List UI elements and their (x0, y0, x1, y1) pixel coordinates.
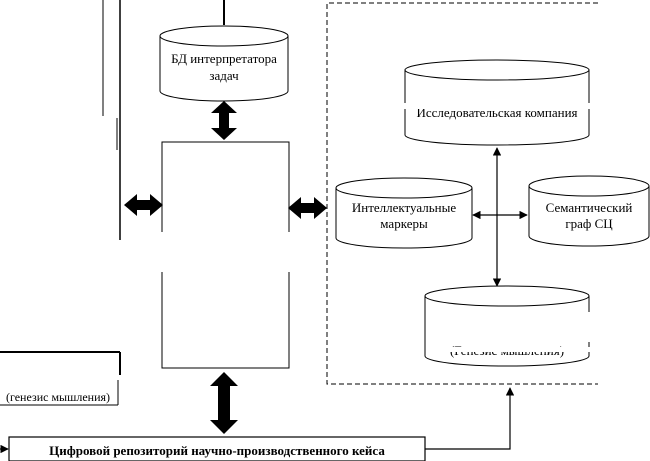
bottom-cylinder: (Генезис мышления) (424, 285, 590, 367)
top-cylinder: Исследовательская компания (404, 59, 594, 146)
central-module-box (150, 141, 295, 369)
semantic-graph-label-1: Семантический (546, 200, 633, 215)
double-arrow-db-center (211, 101, 237, 140)
intellectual-markers-label-1: Интеллектуальные (352, 200, 457, 215)
repository-box: Цифровой репозиторий научно-производстве… (8, 436, 426, 461)
double-arrow-right (288, 197, 327, 219)
right-connector-repository (425, 387, 515, 450)
left-partial-label: (генезис мышления) (6, 390, 110, 404)
db-interpreter-cylinder: БД интерпретатора задач (159, 25, 289, 102)
intellectual-markers-cylinder: Интеллектуальные маркеры (335, 177, 473, 249)
double-arrow-center-repository (210, 372, 238, 434)
db-interpreter-label-2: задач (209, 68, 239, 83)
dashed-region (326, 2, 598, 385)
intellectual-markers-label-2: маркеры (380, 216, 428, 231)
repository-label: Цифровой репозиторий научно-производстве… (49, 443, 385, 458)
semantic-graph-label-2: граф СЦ (565, 216, 613, 231)
double-arrow-left (124, 194, 163, 216)
db-interpreter-label-1: БД интерпретатора (171, 51, 277, 66)
left-partial-region: (генезис мышления) (0, 0, 121, 406)
semantic-graph-cylinder: Семантический граф СЦ (528, 175, 650, 247)
